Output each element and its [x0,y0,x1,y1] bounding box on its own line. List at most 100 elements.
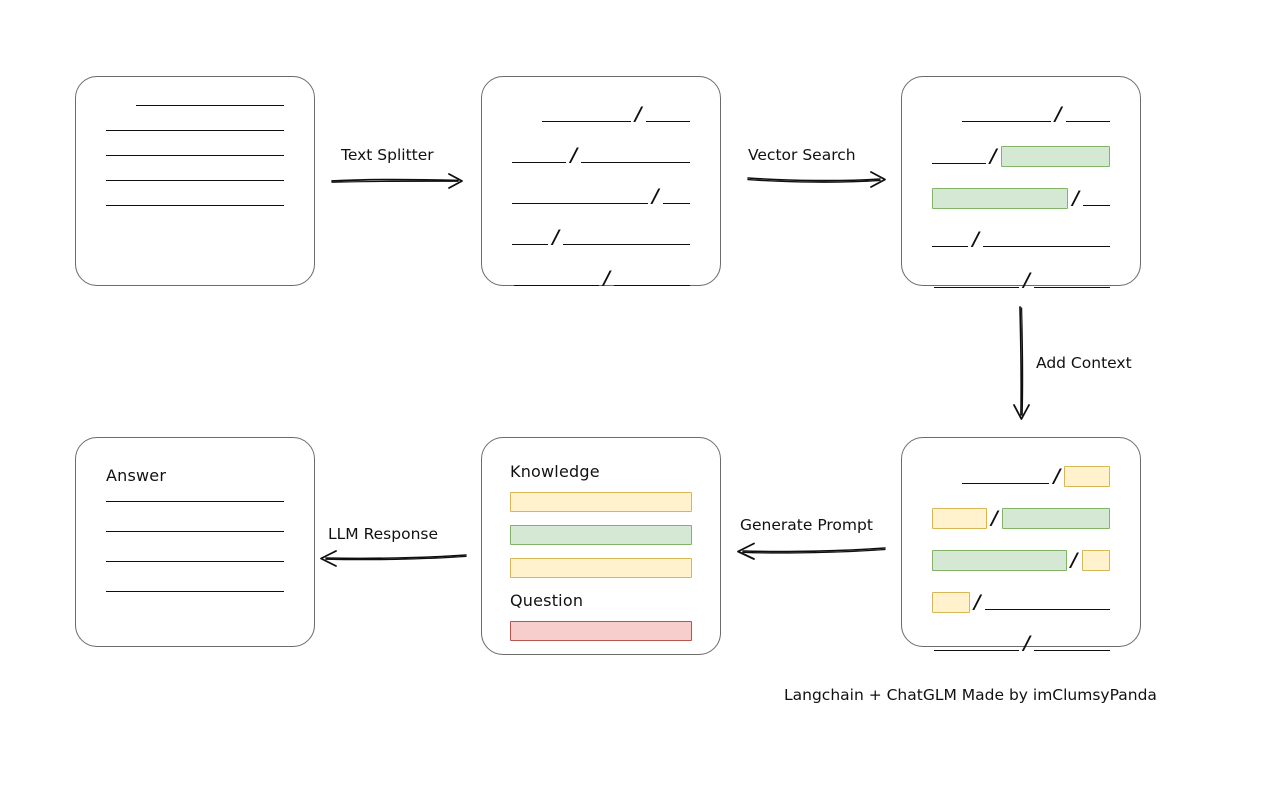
chunk-row: / [932,508,1110,529]
chunk-text-line [962,483,1050,484]
chunk-row: / [512,146,690,166]
chunk-text-line [614,285,690,286]
question-label: Question [510,591,584,610]
chunk-text-line [1034,650,1110,651]
chunk-text-line [514,285,600,286]
chunk-separator: / [603,267,611,289]
context-chunks-body: / / / / / [902,438,1140,653]
arrow-vector-search [746,168,892,190]
chunk-row: / [932,550,1111,571]
chunk-text-line [934,287,1020,288]
chunk-text-line [983,246,1110,247]
chunk-text-line [512,162,567,163]
arrow-label-add-context: Add Context [1036,354,1132,372]
answer-text-line [106,561,284,562]
chunk-separator: / [973,591,981,613]
chunk-row: / [932,271,1110,291]
node-context-chunks[interactable]: / / / / / [901,437,1141,653]
chunk-text-line [512,203,648,204]
chunk-text-line [542,121,631,122]
node-answer[interactable]: Answer [75,437,315,647]
node-source-document[interactable] [75,76,315,286]
chunk-highlight-green [1001,508,1110,529]
arrow-generate-prompt [735,540,887,562]
chunk-text-line [106,205,284,206]
chunk-separator: / [1054,103,1062,125]
node-prompt[interactable]: Knowledge Question [481,437,721,655]
chunk-separator: / [991,507,998,529]
chunk-text-line [106,180,284,181]
retrieved-chunks-body: / / / / / [902,77,1140,290]
chunk-text-line [1034,287,1110,288]
arrow-label-generate-prompt: Generate Prompt [740,516,873,534]
knowledge-bar-green [510,525,692,545]
chunk-separator: / [972,228,980,250]
chunk-row: / [512,228,690,248]
answer-text-line [106,591,284,592]
chunk-highlight-green [932,188,1069,209]
arrow-llm-response [318,547,468,569]
chunk-text-line [1065,121,1110,122]
chunk-separator: / [1023,269,1031,291]
chunk-text-line [932,163,986,164]
chunk-separator: / [1023,632,1031,654]
source-document-body [76,77,314,285]
arrow-label-llm-response: LLM Response [328,525,439,543]
arrow-label-vector-search: Vector Search [748,146,856,164]
chunk-row: / [932,146,1110,167]
chunk-text-line [106,130,284,131]
chunk-row: / [932,592,1110,613]
chunk-highlight-yellow [932,592,970,613]
question-bar-red [510,621,692,641]
chunk-separator: / [1053,465,1061,487]
chunk-text-line [932,246,969,247]
arrow-text-splitter [330,170,470,192]
chunk-text-line [136,105,284,106]
footer-attribution: Langchain + ChatGLM Made by imClumsyPand… [784,686,1157,704]
prompt-body: Knowledge Question [482,438,720,654]
chunk-text-line [934,650,1020,651]
chunk-row [106,155,284,159]
answer-label: Answer [106,466,167,485]
chunk-row: / [932,105,1110,125]
chunk-text-line [1083,205,1110,206]
chunk-row: / [932,466,1110,487]
chunk-row: / [512,187,690,207]
knowledge-bars [510,492,692,578]
arrow-add-context [1008,305,1036,423]
chunk-separator: / [651,185,659,207]
chunk-separator: / [552,226,560,248]
chunk-highlight-yellow [1081,550,1111,571]
answer-text-line [106,531,284,532]
chunk-text-line [984,609,1110,610]
chunk-row [106,180,284,184]
chunk-text-line [662,203,690,204]
chunk-row [106,105,284,109]
chunk-row: / [512,105,690,125]
knowledge-label: Knowledge [510,462,600,481]
arrow-label-text-splitter: Text Splitter [341,146,434,164]
answer-lines [106,501,284,592]
answer-body: Answer [76,438,314,646]
chunk-highlight-green [1000,146,1110,167]
chunk-row: / [932,230,1110,250]
chunk-separator: / [634,103,642,125]
chunk-highlight-green [932,550,1067,571]
chunk-text-line [581,162,690,163]
knowledge-bar-yellow [510,492,692,512]
chunk-text-line [962,121,1051,122]
answer-text-line [106,501,284,502]
node-retrieved-chunks[interactable]: / / / / / [901,76,1141,290]
chunk-separator: / [570,144,578,166]
question-bars [510,621,692,641]
chunk-highlight-yellow [932,508,988,529]
chunk-text-line [106,155,284,156]
split-chunks-body: / / / / / [482,77,720,288]
chunk-row: / [932,634,1110,654]
chunk-separator: / [989,145,997,167]
chunk-row: / [512,269,690,289]
node-split-chunks[interactable]: / / / / / [481,76,721,288]
chunk-row: / [932,188,1110,209]
knowledge-bar-yellow [510,558,692,578]
